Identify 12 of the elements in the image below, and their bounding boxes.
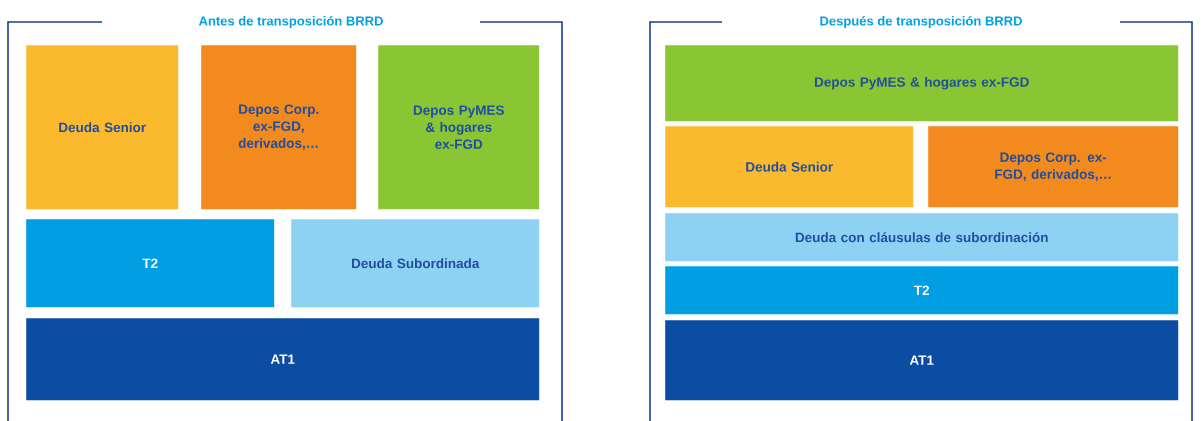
tier-box: Deuda Subordinada [291, 219, 540, 308]
tier-box: T2 [665, 266, 1179, 315]
tier-box: Deuda con cláusulas de subordinación [665, 213, 1179, 262]
tier-box: T2 [26, 219, 275, 308]
tier-box: AT1 [26, 318, 540, 401]
tier-box: Deuda Senior [26, 45, 179, 210]
tier-box: Depos PyMES & hogares ex-FGD [665, 45, 1179, 122]
tier-box: Depos Corp. ex-FGD, derivados,… [201, 45, 357, 210]
tier-box: Deuda Senior [665, 126, 914, 208]
tier-box: Depos PyMES & hogares ex-FGD [378, 45, 540, 210]
tier-box: Depos Corp. ex-FGD, derivados,… [928, 126, 1179, 208]
tier-box: AT1 [665, 320, 1179, 401]
